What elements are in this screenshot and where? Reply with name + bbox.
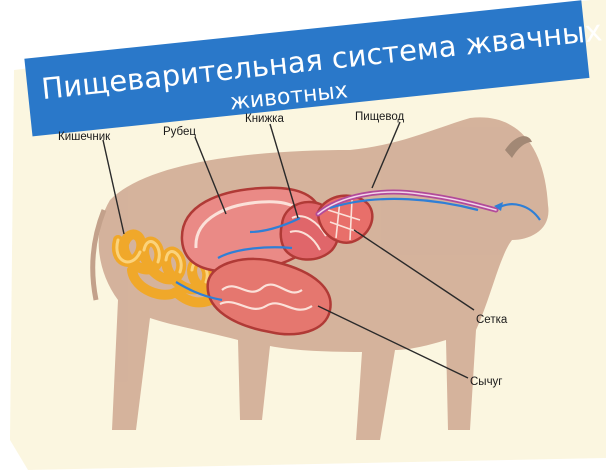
- label-omasum: Книжка: [245, 113, 284, 125]
- label-esophagus: Пищевод: [355, 111, 405, 123]
- label-rumen: Рубец: [163, 126, 196, 138]
- label-reticulum: Сетка: [476, 314, 508, 326]
- label-abomasum: Сычуг: [470, 376, 503, 388]
- label-intestine: Кишечник: [58, 131, 111, 143]
